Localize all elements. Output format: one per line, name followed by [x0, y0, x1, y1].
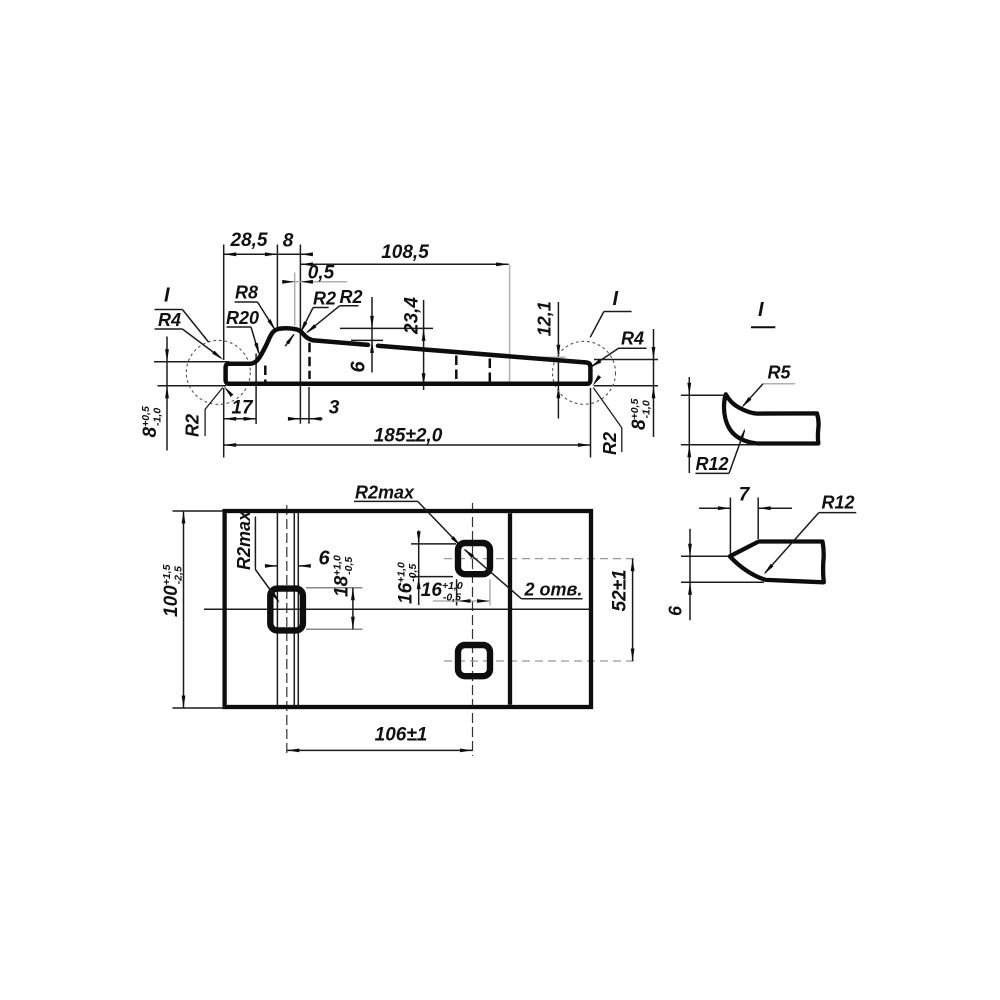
svg-text:28,5: 28,5 [230, 230, 268, 251]
svg-text:106±1: 106±1 [375, 725, 428, 746]
svg-text:R2: R2 [183, 414, 203, 437]
svg-text:I: I [613, 288, 619, 310]
svg-text:-0,5: -0,5 [407, 564, 419, 582]
svg-text:R2: R2 [600, 432, 620, 455]
svg-text:R12: R12 [822, 493, 855, 513]
svg-text:R20: R20 [226, 308, 259, 328]
svg-text:R2max: R2max [234, 510, 254, 570]
svg-text:108,5: 108,5 [381, 242, 429, 263]
svg-text:R5: R5 [768, 363, 792, 383]
svg-text:-0,5: -0,5 [443, 592, 461, 604]
svg-text:52±1: 52±1 [610, 569, 631, 611]
svg-text:0,5: 0,5 [308, 263, 335, 284]
svg-text:7: 7 [739, 485, 751, 506]
svg-text:8: 8 [283, 231, 294, 252]
svg-text:6: 6 [318, 548, 330, 570]
svg-text:R8: R8 [235, 283, 258, 303]
svg-text:R12: R12 [696, 454, 729, 474]
svg-text:I: I [758, 299, 764, 321]
svg-text:R4: R4 [621, 329, 644, 349]
svg-text:-1,0: -1,0 [641, 400, 653, 418]
svg-text:2 отв.: 2 отв. [524, 580, 583, 600]
svg-text:R2: R2 [340, 287, 363, 307]
svg-text:R2: R2 [313, 289, 336, 309]
svg-text:-1,0: -1,0 [152, 408, 164, 426]
svg-text:I: I [164, 285, 170, 307]
svg-text:R2max: R2max [355, 483, 415, 503]
svg-text:12,1: 12,1 [535, 301, 555, 336]
svg-text:6: 6 [348, 361, 370, 373]
svg-text:-2,5: -2,5 [173, 566, 185, 584]
svg-text:17: 17 [231, 398, 254, 419]
svg-text:3: 3 [329, 398, 340, 419]
svg-text:185±2,0: 185±2,0 [374, 426, 443, 447]
svg-text:6: 6 [666, 605, 686, 616]
svg-text:-0,5: -0,5 [343, 557, 355, 575]
svg-text:R4: R4 [158, 310, 181, 330]
svg-text:23,4: 23,4 [402, 297, 423, 335]
